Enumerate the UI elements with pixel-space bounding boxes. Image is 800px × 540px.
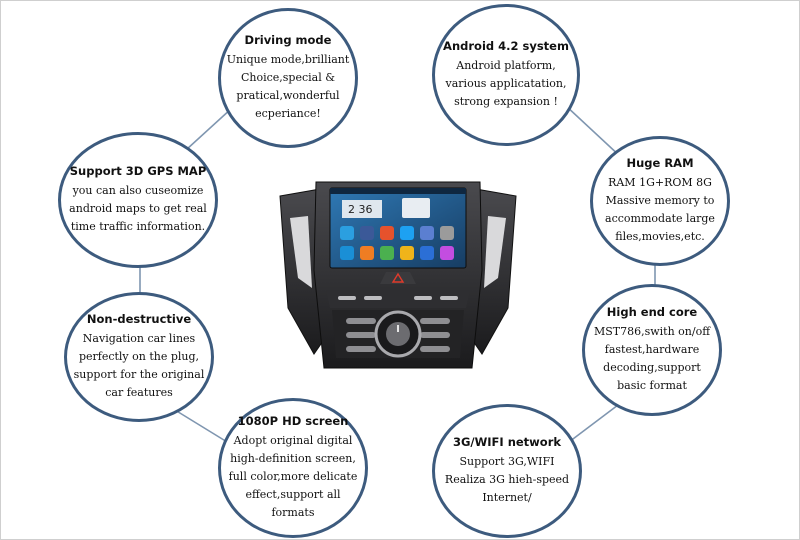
feature-text: time traffic information. bbox=[70, 220, 206, 233]
feature-text: formats bbox=[271, 506, 315, 519]
feature-text: Navigation car lines bbox=[82, 332, 196, 345]
feature-title: 3G/WIFI network bbox=[452, 435, 562, 449]
feature-title: High end core bbox=[606, 305, 698, 319]
feature-text: strong expansion ! bbox=[454, 95, 558, 108]
feature-text: files,movies,etc. bbox=[615, 230, 705, 243]
feature-title: Android 4.2 system bbox=[443, 39, 569, 53]
clock-widget: 2 36 bbox=[348, 203, 373, 216]
feature-text: you can also cuseomize bbox=[72, 184, 204, 197]
feature-text: MST786,swith on/off bbox=[593, 325, 711, 338]
feature-text: effect,support all bbox=[245, 488, 341, 501]
feature-text: basic format bbox=[617, 379, 687, 392]
feature-text: Massive memory to bbox=[605, 194, 715, 207]
feature-text: RAM 1G+ROM 8G bbox=[608, 176, 712, 189]
feature-text: high-definition screen, bbox=[230, 452, 356, 465]
feature-title: 1080P HD screen bbox=[237, 414, 349, 428]
feature-title: Driving mode bbox=[244, 33, 332, 47]
feature-title: Huge RAM bbox=[626, 156, 694, 170]
feature-text: various applicatation, bbox=[445, 77, 567, 90]
feature-text: support for the original bbox=[73, 368, 205, 381]
feature-text: accommodate large bbox=[605, 212, 715, 225]
feature-android-system: Android 4.2 system Android platform, var… bbox=[432, 4, 580, 146]
feature-text: pratical,wonderful bbox=[236, 89, 340, 102]
car-head-unit: 2 36 bbox=[279, 181, 517, 369]
feature-text: decoding,support bbox=[603, 361, 701, 374]
feature-3g-wifi-network: 3G/WIFI network Support 3G,WIFI Realiza … bbox=[432, 404, 582, 538]
feature-driving-mode: Driving mode Unique mode,brilliant Choic… bbox=[218, 8, 358, 148]
feature-non-destructive: Non-destructive Navigation car lines per… bbox=[64, 292, 214, 422]
feature-text: Android platform, bbox=[456, 59, 556, 72]
feature-text: Internet/ bbox=[482, 491, 532, 504]
feature-text: Support 3G,WIFI bbox=[459, 455, 555, 468]
feature-3d-gps-map: Support 3D GPS MAP you can also cuseomiz… bbox=[58, 132, 218, 268]
feature-high-end-core: High end core MST786,swith on/off fastes… bbox=[582, 284, 722, 416]
feature-text: ecperiance! bbox=[255, 107, 321, 120]
feature-text: full color,more delicate bbox=[228, 470, 358, 483]
feature-text: Unique mode,brilliant bbox=[226, 53, 350, 66]
feature-huge-ram: Huge RAM RAM 1G+ROM 8G Massive memory to… bbox=[590, 136, 730, 266]
feature-text: Realiza 3G hieh-speed bbox=[444, 473, 570, 486]
feature-title: Non-destructive bbox=[86, 312, 192, 326]
feature-text: car features bbox=[105, 386, 173, 399]
feature-text: android maps to get real bbox=[69, 202, 207, 215]
feature-text: Choice,special & bbox=[240, 71, 336, 84]
feature-text: perfectly on the plug, bbox=[78, 350, 200, 363]
feature-text: fastest,hardware bbox=[604, 343, 700, 356]
feature-text: Adopt original digital bbox=[233, 434, 353, 447]
feature-1080p-hd-screen: 1080P HD screen Adopt original digital h… bbox=[218, 398, 368, 538]
feature-title: Support 3D GPS MAP bbox=[69, 164, 207, 178]
